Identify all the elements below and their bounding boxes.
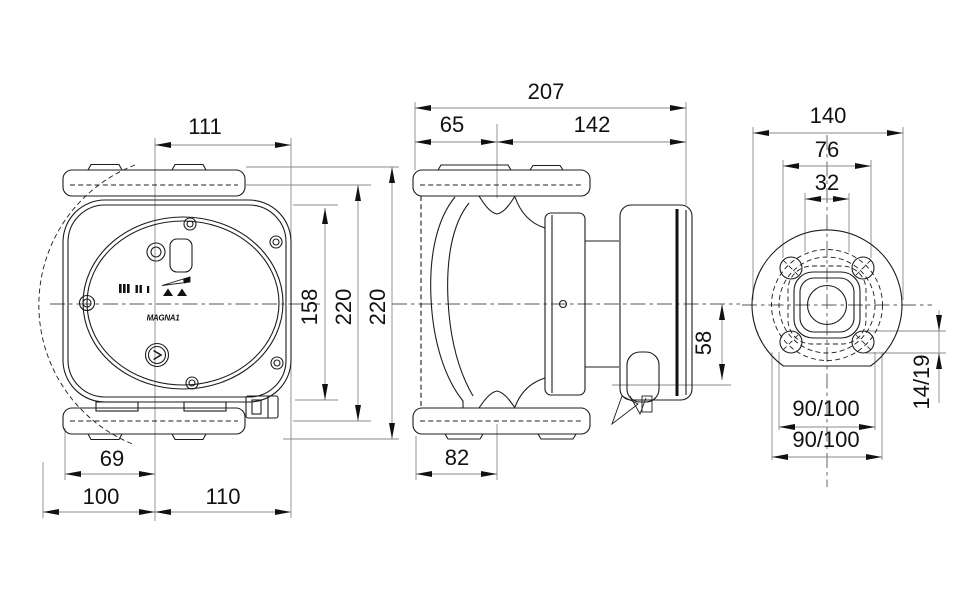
side-view bbox=[392, 102, 740, 480]
counter-flange-outline bbox=[787, 265, 867, 345]
front-view bbox=[38, 138, 399, 521]
side-volute-housing bbox=[420, 195, 546, 409]
side-view-dimension-lines bbox=[415, 105, 725, 477]
brand-label: MAGNA1 bbox=[146, 313, 180, 323]
dim-side-length-rear: 142 bbox=[573, 112, 611, 137]
dim-front-top-width: 111 bbox=[188, 114, 222, 139]
dim-flange-width-overall: 140 bbox=[809, 103, 847, 128]
dim-front-base-right: 110 bbox=[205, 484, 241, 509]
front-faceplate-details bbox=[78, 217, 284, 419]
swing-clearance-arc bbox=[38, 164, 136, 446]
hub-outline bbox=[793, 271, 861, 339]
flange-body bbox=[751, 229, 903, 367]
display-window bbox=[169, 238, 193, 273]
dim-flange-bolt-circle-outer: 90/100 bbox=[792, 427, 860, 452]
button-triangle-icons bbox=[163, 288, 187, 296]
port-bore bbox=[806, 284, 848, 326]
led-indicator-bars bbox=[119, 284, 150, 293]
flange-view bbox=[742, 127, 946, 487]
control-button bbox=[144, 342, 170, 368]
side-motor-and-terminal-box bbox=[611, 204, 693, 426]
screw-icon bbox=[78, 217, 284, 390]
setting-ramp-icon bbox=[161, 276, 191, 286]
dim-front-base-box: 69 bbox=[99, 446, 125, 471]
front-view-extension-lines bbox=[42, 138, 399, 521]
dim-side-box-below-center: 58 bbox=[691, 330, 716, 356]
front-top-flange bbox=[62, 163, 246, 197]
side-bottom-flange bbox=[412, 407, 591, 440]
dim-flange-hub-width: 76 bbox=[814, 137, 840, 162]
dim-front-height-box: 158 bbox=[297, 288, 322, 326]
flange-outline bbox=[751, 229, 903, 367]
dim-side-length-front: 65 bbox=[439, 112, 465, 137]
dim-side-base-foot: 82 bbox=[444, 445, 470, 470]
bolt-holes bbox=[779, 256, 875, 354]
dim-flange-bolt-holes: 14/19 bbox=[909, 354, 934, 410]
dim-side-length-overall: 207 bbox=[527, 79, 565, 104]
side-top-flange bbox=[412, 164, 591, 197]
front-view-dimension-lines bbox=[43, 142, 395, 515]
flange-view-dimension-lines bbox=[753, 130, 942, 460]
bolt-circle-outer bbox=[771, 249, 883, 361]
vent-plug bbox=[558, 299, 568, 309]
dim-flange-port-bore: 32 bbox=[814, 170, 840, 195]
front-bottom-flange bbox=[62, 407, 246, 441]
dim-front-base-left: 100 bbox=[82, 484, 120, 509]
front-control-box bbox=[62, 199, 292, 412]
dim-front-height-overall: 220 bbox=[365, 288, 390, 326]
bolt-circle-inner bbox=[778, 256, 876, 354]
cable-gland-sketch bbox=[611, 395, 653, 426]
dim-front-height-port: 220 bbox=[331, 288, 356, 326]
side-stator-housing bbox=[544, 212, 619, 396]
cable-port-stub bbox=[245, 395, 279, 419]
dim-flange-bolt-circle-inner: 90/100 bbox=[792, 396, 860, 421]
side-view-extension-lines bbox=[392, 102, 740, 480]
